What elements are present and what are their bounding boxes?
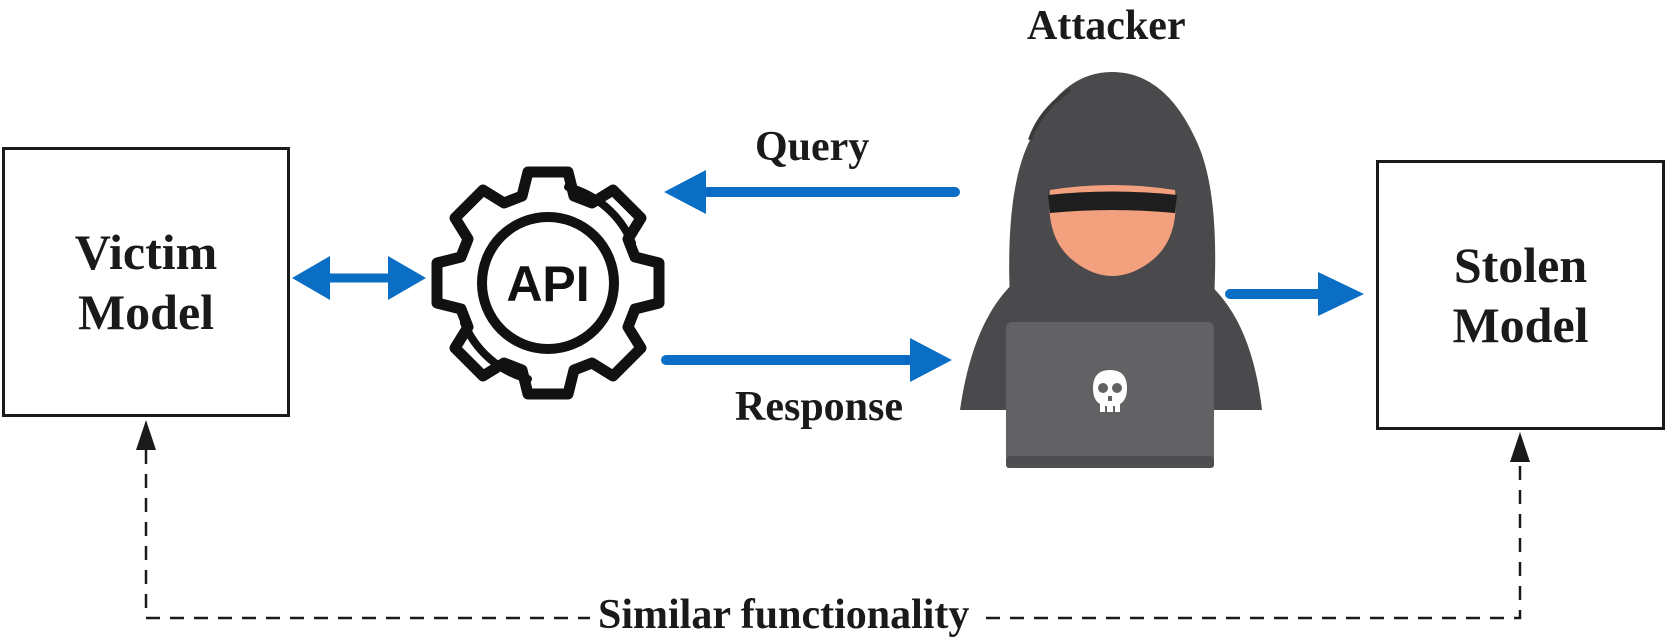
similar-functionality-label: Similar functionality <box>590 592 978 638</box>
gear-icon: API <box>431 166 665 400</box>
attacker-stolen-arrow <box>1225 272 1364 316</box>
similarity-connector <box>136 420 1530 620</box>
stolen-model-line2: Model <box>1452 297 1589 353</box>
victim-api-double-arrow <box>292 256 426 300</box>
response-label: Response <box>735 384 904 430</box>
response-arrow <box>661 338 952 382</box>
stolen-model-box: Stolen Model <box>1376 160 1665 430</box>
victim-model-line2: Model <box>77 284 215 340</box>
api-text: API <box>506 256 589 312</box>
query-arrow <box>664 170 960 214</box>
stolen-model-line1: Stolen <box>1453 237 1588 293</box>
skull-icon <box>1093 370 1127 412</box>
attacker-label: Attacker <box>1027 3 1186 49</box>
victim-model-line1: Victim <box>74 224 218 280</box>
query-label: Query <box>755 124 870 170</box>
victim-model-box: Victim Model <box>2 147 290 417</box>
